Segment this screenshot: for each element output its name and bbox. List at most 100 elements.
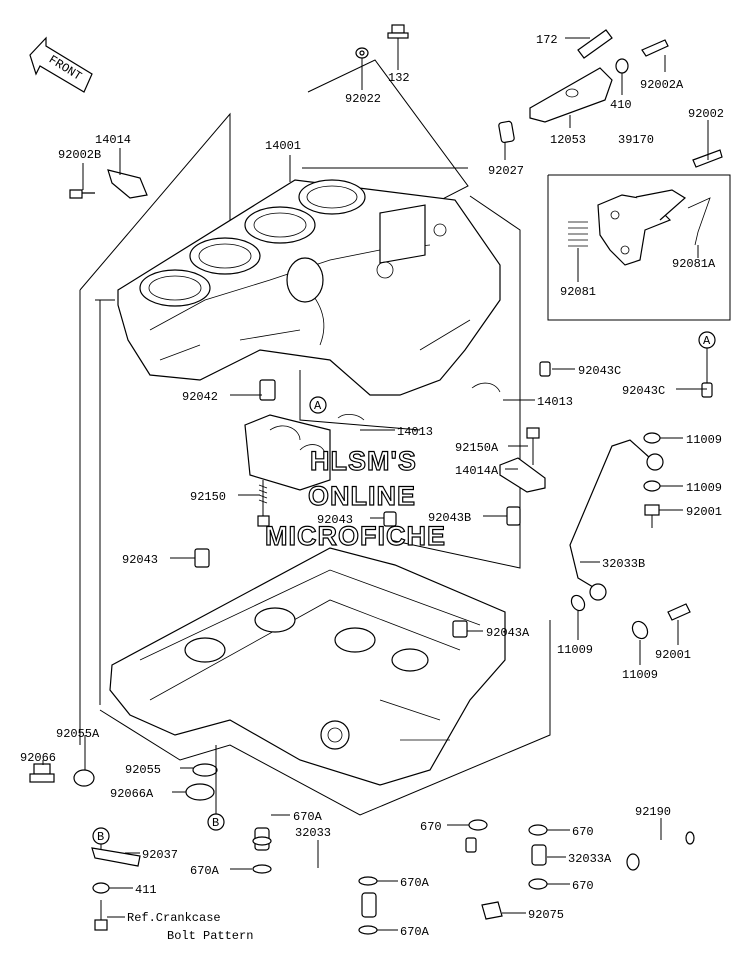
label-92042: 92042 [182,390,218,404]
label-32033B: 32033B [602,557,645,571]
label-670-1: 670 [420,820,442,834]
label-12053: 12053 [550,133,586,147]
callout-b-1: B [207,813,225,831]
label-11009-1: 11009 [686,433,722,447]
tensioner-39170 [597,189,687,266]
label-11009-2: 11009 [686,481,722,495]
leader-lines [42,37,709,931]
pin-172 [577,29,613,59]
dowel-92043B [506,506,521,526]
plug-92066A [185,783,215,801]
o-ring-92055 [192,763,218,777]
callout-b-2: B [92,827,110,845]
bolt-92002B [69,189,95,199]
label-14013-1: 14013 [397,425,433,439]
svg-text:A: A [703,334,711,348]
label-132: 132 [388,71,410,85]
svg-text:A: A [314,399,322,413]
svg-text:B: B [97,830,104,844]
label-14014A: 14014A [455,464,499,478]
label-92190: 92190 [635,805,671,819]
oil-pipe-32033B [569,439,664,601]
dowel-92043C-1 [539,361,551,377]
bracket-14014A [499,457,546,493]
bolt-92001-1 [644,504,660,528]
guide-12053 [529,67,613,123]
washer-411 [92,882,110,894]
label-92066A: 92066A [110,787,154,801]
label-92001-2: 92001 [655,648,691,662]
label-92022: 92022 [345,92,381,106]
label-14014: 14014 [95,133,131,147]
callout-a-2: A [698,331,716,349]
front-arrow-icon: FRONT [29,36,93,93]
label-92037: 92037 [142,848,178,862]
half-ring-14013a [337,414,365,421]
label-92002: 92002 [688,107,724,121]
upper-crankcase [117,179,501,396]
watermark-line-2: ONLINE [308,481,416,511]
plug-92066 [29,763,55,783]
o-ring-670-3 [528,878,548,890]
bolt-132 [387,24,409,56]
label-670-2: 670 [572,825,594,839]
plate-92037 [91,847,141,867]
label-670A-3: 670A [400,876,430,890]
bearing-cap [244,414,331,491]
label-32033: 32033 [295,826,331,840]
dowel-92043A [452,620,468,638]
o-ring-670-1 [468,819,488,831]
label-92066: 92066 [20,751,56,765]
label-410: 410 [610,98,632,112]
bolt-ref [94,900,108,931]
label-39170: 39170 [618,133,654,147]
hose-92190 [618,831,695,871]
label-92150: 92150 [190,490,226,504]
label-92043A: 92043A [486,626,530,640]
label-92027: 92027 [488,164,524,178]
label-670A-2: 670A [190,864,220,878]
bolt-pattern-label: Bolt Pattern [167,929,253,943]
oil-pipe-32033 [254,827,377,918]
assembly-outlines [79,59,731,816]
o-ring-670A-1 [252,836,272,846]
o-ring-670A-3 [358,876,378,886]
label-92002A-top: 92002A [640,78,684,92]
dowel-92027 [498,120,515,144]
label-11009-3: 11009 [557,643,593,657]
half-ring-14013b [471,382,501,393]
lower-crankcase [109,547,506,786]
o-ring-670A-4 [358,925,378,935]
label-670-3: 670 [572,879,594,893]
spring-92081A [687,197,711,246]
svg-text:B: B [212,816,219,830]
label-32033A: 32033A [568,852,612,866]
washer-11009-2 [643,480,661,492]
label-92055A: 92055A [56,727,100,741]
dowel-92043-2 [194,548,210,568]
label-172: 172 [536,33,558,47]
label-11009-4: 11009 [622,668,658,682]
label-92081: 92081 [560,285,596,299]
dowel-92043C-2 [701,382,713,398]
label-92081A: 92081A [672,257,716,271]
label-92043B: 92043B [428,511,471,525]
o-ring-92055A [73,769,95,787]
label-670A-4: 670A [400,925,430,939]
label-92075: 92075 [528,908,564,922]
washer-11009-3 [570,594,586,612]
callout-a-1: A [309,396,327,414]
label-92150A: 92150A [455,441,499,455]
watermark-line-3: MICROFICHE [265,521,446,551]
o-ring-670-2 [528,824,548,836]
bolt-92002A-top [641,39,669,57]
label-92055: 92055 [125,763,161,777]
label-670A-1: 670A [293,810,323,824]
spring-92081 [568,221,588,247]
label-14013-2: 14013 [537,395,573,409]
washer-410 [615,58,629,74]
watermark: HLSM'S ONLINE MICROFICHE [264,445,446,551]
dowel-92043-1 [383,511,397,527]
